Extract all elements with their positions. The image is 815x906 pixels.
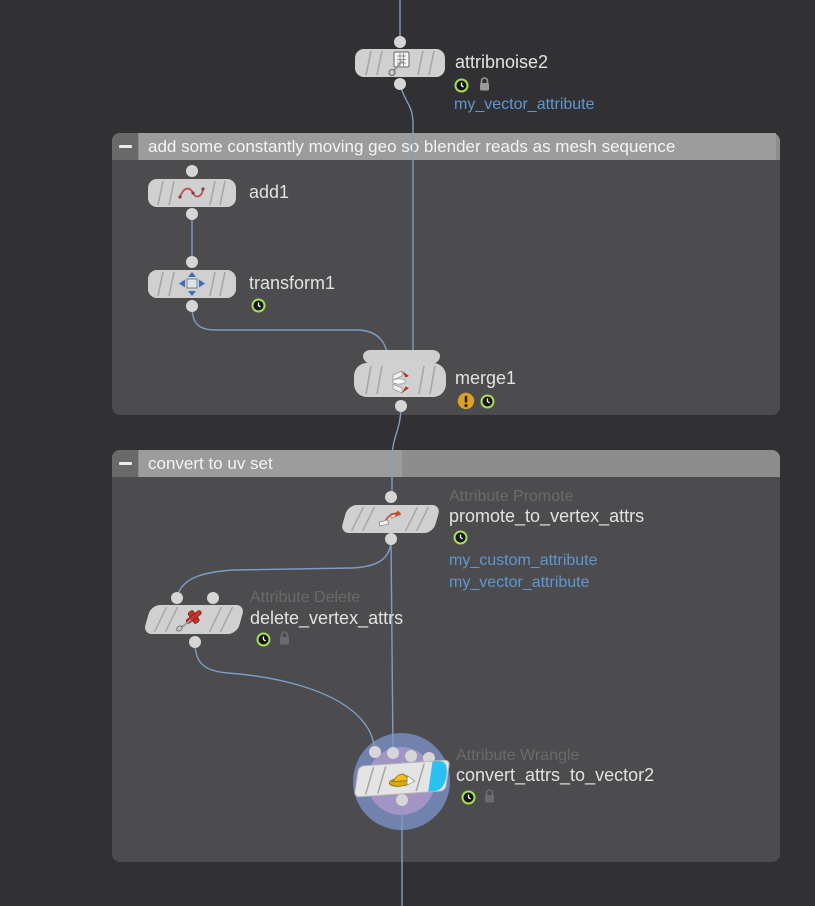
node-name: promote_to_vertex_attrs [449, 506, 645, 526]
node-merge1[interactable] [353, 362, 447, 398]
node-add1[interactable] [147, 178, 237, 208]
clock-badge-icon [453, 530, 468, 545]
clock-badge-icon [256, 632, 271, 647]
merge-icon [392, 370, 409, 394]
output-connector[interactable] [394, 78, 406, 90]
input-connector[interactable] [369, 746, 381, 758]
output-connector[interactable] [385, 533, 397, 545]
input-connector[interactable] [171, 592, 183, 604]
output-connector[interactable] [396, 794, 408, 806]
display-flag[interactable] [428, 760, 448, 792]
attribute-name: my_vector_attribute [454, 96, 595, 113]
collapse-box-button[interactable] [112, 450, 138, 477]
wire[interactable] [176, 538, 392, 599]
attribute-name: my_custom_attribute [449, 552, 598, 569]
transform-icon [179, 272, 205, 296]
node-attribnoise2[interactable] [354, 48, 446, 78]
wire[interactable] [391, 405, 402, 497]
collapse-box-button[interactable] [112, 133, 138, 160]
input-connector[interactable] [385, 491, 397, 503]
network-box-header[interactable]: add some constantly moving geo so blende… [112, 133, 780, 160]
input-connector[interactable] [207, 592, 219, 604]
output-connector[interactable] [395, 400, 407, 412]
wire[interactable] [194, 641, 376, 753]
node-name: add1 [249, 182, 290, 202]
clock-badge-icon [454, 78, 469, 93]
clock-badge-icon [480, 394, 495, 409]
input-connector[interactable] [186, 165, 198, 177]
node-convert-attrs-to-vector2[interactable] [353, 759, 451, 798]
lock-icon [480, 77, 489, 91]
add-sop-icon [178, 187, 205, 199]
output-connector[interactable] [186, 208, 198, 220]
minus-icon [118, 462, 132, 465]
warning-badge-icon [457, 392, 475, 410]
output-connector[interactable] [186, 300, 198, 312]
node-name: attribnoise2 [455, 52, 549, 72]
multi-input-connector[interactable] [363, 350, 440, 365]
output-connector[interactable] [189, 636, 201, 648]
lock-icon [280, 631, 289, 645]
attribute-promote-icon [378, 510, 402, 527]
attribnoise-icon [388, 51, 410, 76]
network-box-title: add some constantly moving geo so blende… [148, 136, 676, 156]
network-box-title: convert to uv set [148, 453, 273, 473]
node-type-label: Attribute Promote [449, 488, 574, 505]
lock-icon [485, 789, 494, 803]
node-type-label: Attribute Delete [250, 589, 361, 606]
node-delete-vertex-attrs[interactable] [142, 604, 247, 635]
node-promote-to-vertex-attrs[interactable] [339, 504, 443, 534]
node-name: merge1 [455, 368, 517, 388]
node-name: convert_attrs_to_vector2 [456, 765, 655, 785]
attribute-delete-icon [176, 610, 202, 632]
node-transform1[interactable] [147, 269, 237, 299]
input-connector[interactable] [394, 36, 406, 48]
clock-badge-icon [251, 298, 266, 313]
node-type-label: Attribute Wrangle [456, 747, 580, 764]
input-connector[interactable] [405, 750, 417, 762]
attribute-name: my_vector_attribute [449, 574, 590, 591]
clock-badge-icon [461, 790, 476, 805]
node-name: transform1 [249, 273, 336, 293]
attribute-wrangle-icon [388, 773, 416, 787]
minus-icon [118, 145, 132, 148]
node-name: delete_vertex_attrs [250, 608, 404, 628]
input-connector[interactable] [186, 256, 198, 268]
input-connector[interactable] [387, 747, 399, 759]
wire[interactable] [191, 305, 388, 354]
network-box-header[interactable]: convert to uv set [112, 450, 780, 477]
wire[interactable] [390, 538, 394, 754]
